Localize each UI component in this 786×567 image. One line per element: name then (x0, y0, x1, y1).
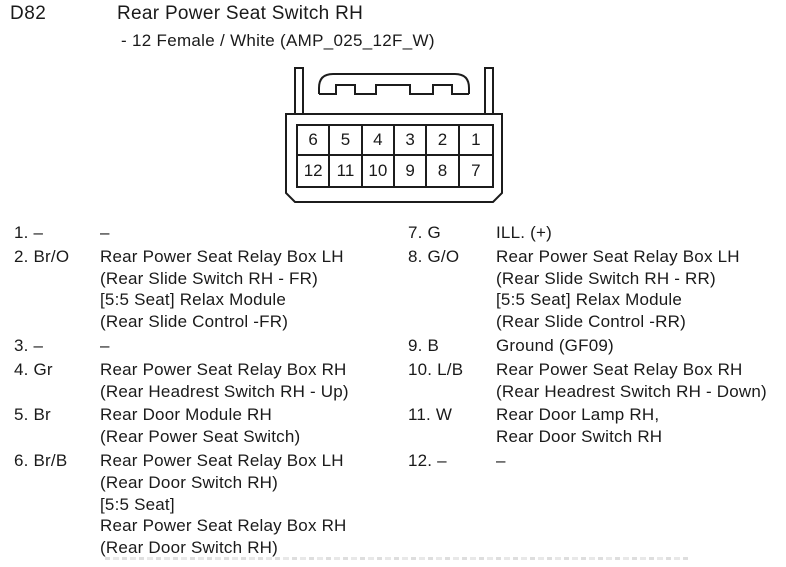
pin-cell-6: 6 (298, 126, 331, 156)
pin-label-6: 6. Br/B (14, 450, 68, 470)
next-section-cutoff-artifact (105, 557, 690, 560)
pin-cell-11: 11 (330, 156, 363, 186)
pin-cell-8: 8 (427, 156, 460, 186)
connector-pin-grid: 6 5 4 3 2 1 12 11 10 9 8 7 (296, 124, 494, 188)
pin-label-11: 11. W (408, 405, 453, 425)
pin-description-4: Rear Power Seat Relay Box RH (Rear Headr… (100, 359, 349, 401)
pin-label-10: 10. L/B (408, 359, 464, 379)
pin-description-table: 1. – – 7. G ILL. (+) 2. Br/O Rear Power … (14, 222, 776, 559)
connector-id: D82 (10, 3, 47, 24)
pin-description-6: Rear Power Seat Relay Box LH (Rear Door … (100, 450, 347, 558)
pin-cell-9: 9 (395, 156, 428, 186)
connector-tab-right (484, 67, 494, 114)
pin-description-11: Rear Door Lamp RH, Rear Door Switch RH (496, 405, 663, 447)
connector-drawing: 6 5 4 3 2 1 12 11 10 9 8 7 (275, 60, 515, 208)
pin-label-7: 7. G (408, 223, 441, 242)
pin-description-12: – (496, 450, 506, 470)
pin-description-9: Ground (GF09) (496, 335, 614, 355)
connector-spec-subtitle: - 12 Female / White (AMP_025_12F_W) (121, 31, 435, 50)
pin-label-8: 8. G/O (408, 246, 460, 266)
pin-cell-12: 12 (298, 156, 331, 186)
pin-description-7: ILL. (+) (496, 223, 552, 242)
connector-body (285, 113, 503, 203)
pin-label-12: 12. – (408, 450, 447, 470)
pin-cell-10: 10 (363, 156, 395, 186)
pin-description-3: – (100, 335, 110, 355)
pin-cell-7: 7 (471, 161, 481, 180)
pin-label-9: 9. B (408, 335, 440, 355)
pin-cell-2: 2 (427, 126, 460, 156)
pin-label-3: 3. – (14, 335, 44, 355)
connector-outline-drawing (285, 67, 503, 203)
pin-description-10: Rear Power Seat Relay Box RH (Rear Headr… (496, 359, 767, 401)
connector-tab-left (294, 67, 304, 114)
pin-cell-4: 4 (362, 126, 395, 156)
page-title: Rear Power Seat Switch RH (117, 3, 364, 24)
pin-cell-1: 1 (459, 126, 492, 156)
pin-label-1: 1. – (14, 223, 44, 242)
pin-description-2: Rear Power Seat Relay Box LH (Rear Slide… (100, 246, 344, 332)
pin-label-4: 4. Gr (14, 359, 53, 379)
pin-description-1: – (100, 223, 110, 242)
pin-label-5: 5. Br (14, 405, 51, 425)
pin-description-8: Rear Power Seat Relay Box LH (Rear Slide… (496, 246, 740, 332)
pin-cell-3: 3 (394, 126, 428, 156)
pin-description-5: Rear Door Module RH (Rear Power Seat Swi… (100, 405, 301, 447)
pin-label-2: 2. Br/O (14, 246, 70, 266)
connector-hood (318, 73, 470, 94)
connector-key-pattern (319, 84, 469, 95)
pin-cell-5: 5 (330, 126, 363, 156)
